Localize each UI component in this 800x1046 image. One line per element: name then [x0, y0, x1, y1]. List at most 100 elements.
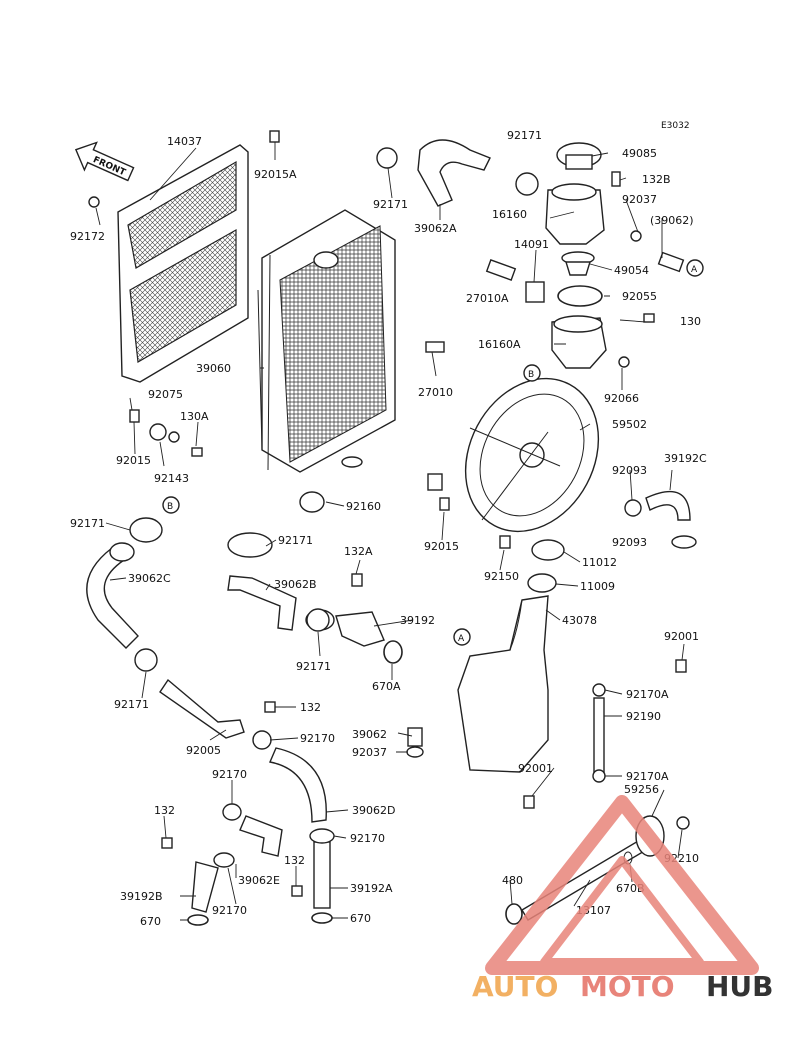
- grommet-92160: [299, 491, 325, 513]
- part-label: 27010: [418, 386, 453, 399]
- watermark-logo: [485, 795, 759, 975]
- part-label: 130: [680, 315, 701, 328]
- bolt-92001-mid: [523, 795, 535, 809]
- bolt-132-low2: [291, 885, 303, 897]
- cap-11012: [531, 539, 565, 561]
- sensor-27010a: [485, 259, 517, 281]
- svg-text:MOTO: MOTO: [580, 970, 675, 1003]
- bolt-92066: [618, 356, 630, 368]
- part-label: 670: [350, 912, 371, 925]
- callout-b-left: B: [162, 496, 180, 514]
- callout-b-mid: B: [523, 364, 541, 382]
- part-label: 92143: [154, 472, 189, 485]
- part-label: 92001: [518, 762, 553, 775]
- part-label: 132: [300, 701, 321, 714]
- tube-39062-paren: [657, 251, 685, 273]
- part-label: 39192: [400, 614, 435, 627]
- bolt-92172: [88, 196, 100, 208]
- clamp-92171-mid: [227, 532, 273, 558]
- sensor-27010: [425, 341, 445, 353]
- hose-end: [109, 542, 135, 562]
- part-label: (39062): [650, 214, 694, 227]
- connector: [427, 473, 443, 491]
- part-label: 92170: [300, 732, 335, 745]
- clamp-92171-top2: [515, 172, 539, 196]
- part-label: 39060: [196, 362, 231, 375]
- radiator-shroud: [117, 144, 249, 383]
- svg-text:HUB: HUB: [706, 970, 774, 1003]
- part-label: 92066: [604, 392, 639, 405]
- clip-92037-mid: [406, 746, 424, 758]
- part-label: 39062A: [414, 222, 457, 235]
- part-label: 92190: [626, 710, 661, 723]
- hose-39192c: [645, 490, 691, 521]
- hose-39062e: [239, 815, 283, 857]
- part-label: 130A: [180, 410, 209, 423]
- part-label: 92171: [373, 198, 408, 211]
- part-label: 49054: [614, 264, 649, 277]
- clamp-92170-a: [252, 730, 272, 750]
- pipe-39192a: [313, 841, 331, 909]
- part-label: 92055: [622, 290, 657, 303]
- pipe-39192b: [191, 861, 219, 913]
- part-label: 92171: [507, 129, 542, 142]
- part-labels: 14037 92015A 92172 92171 92171 39062A 49…: [70, 129, 707, 928]
- clamp-92093-a: [624, 499, 642, 517]
- part-label: 92093: [612, 464, 647, 477]
- o-ring-480: [505, 903, 523, 925]
- bolt-132-mid: [264, 701, 276, 713]
- switch-14091: [525, 281, 545, 303]
- o-ring-92055: [557, 285, 603, 307]
- nut-92015-mid: [439, 497, 450, 511]
- part-label: 43078: [562, 614, 597, 627]
- watermark-text: AUTO MOTO HUB: [472, 970, 774, 1003]
- grommet-92075: [149, 423, 167, 441]
- svg-text:B: B: [528, 370, 534, 380]
- bolt-130a: [191, 447, 203, 457]
- radiator: [257, 209, 396, 473]
- part-label: 59502: [612, 418, 647, 431]
- part-label: 92171: [296, 660, 331, 673]
- part-label: 670: [140, 915, 161, 928]
- cap-92093-b: [671, 535, 697, 549]
- svg-text:A: A: [691, 265, 698, 275]
- part-label: 39062D: [352, 804, 395, 817]
- hose-39062d: [269, 747, 327, 823]
- part-label: 11012: [582, 556, 617, 569]
- thermostat-cover: [551, 315, 607, 369]
- clamp-92170-c: [309, 828, 335, 844]
- part-label: 14037: [167, 135, 202, 148]
- washer-92143: [168, 431, 180, 443]
- part-label: 39062B: [274, 578, 317, 591]
- part-label: 132: [284, 854, 305, 867]
- callout-a-bottom: A: [453, 628, 471, 646]
- part-label: 16160A: [478, 338, 521, 351]
- part-label: 49085: [622, 147, 657, 160]
- part-label: 92150: [484, 570, 519, 583]
- upper-hose: [417, 139, 491, 207]
- part-label: 92015: [116, 454, 151, 467]
- tube-39062: [407, 727, 423, 747]
- part-label: 92170A: [626, 688, 669, 701]
- part-label: 92093: [612, 536, 647, 549]
- clamp-92170-d: [213, 852, 235, 868]
- part-label: 92172: [70, 230, 105, 243]
- clamp-92171-b: [306, 608, 330, 632]
- part-label: 92015: [424, 540, 459, 553]
- o-ring-670-a: [187, 914, 209, 926]
- clamp-92171-top: [376, 147, 398, 169]
- nut-92210: [676, 816, 690, 830]
- radiator-cap: [556, 142, 602, 170]
- pipe-92005: [159, 678, 245, 739]
- part-label: 92005: [186, 744, 221, 757]
- part-label: 92170A: [626, 770, 669, 783]
- callout-a-top: A: [686, 259, 704, 277]
- part-label: 39062C: [128, 572, 171, 585]
- bolt-132b: [611, 171, 621, 187]
- o-ring-670-b: [311, 912, 333, 924]
- lower-hose-39062c: [86, 547, 139, 649]
- nut-92015a: [269, 130, 280, 143]
- o-ring-670a: [383, 640, 403, 664]
- thermostat: [561, 251, 595, 276]
